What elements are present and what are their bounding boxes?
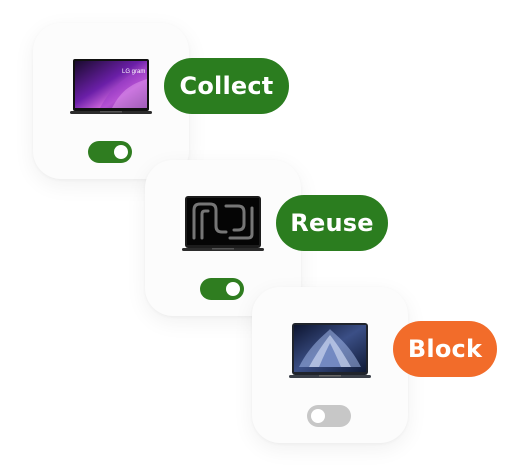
reuse-toggle[interactable] — [200, 278, 244, 300]
lg-gram-screen-text: LG gram — [122, 69, 145, 75]
toggle-knob — [311, 409, 325, 423]
block-badge: Block — [393, 321, 497, 377]
device-card-reuse — [145, 160, 301, 316]
toggle-knob — [226, 282, 240, 296]
macbook-pro-laptop-image — [182, 196, 264, 256]
lg-gram-laptop-image: LG gram — [70, 59, 152, 119]
collect-badge: Collect — [164, 58, 289, 114]
device-card-collect: LG gram — [33, 23, 189, 179]
macbook-air-laptop-image — [289, 323, 371, 383]
collect-toggle[interactable] — [88, 141, 132, 163]
reuse-badge: Reuse — [276, 195, 388, 251]
device-card-block — [252, 287, 408, 443]
toggle-knob — [114, 145, 128, 159]
block-toggle[interactable] — [307, 405, 351, 427]
